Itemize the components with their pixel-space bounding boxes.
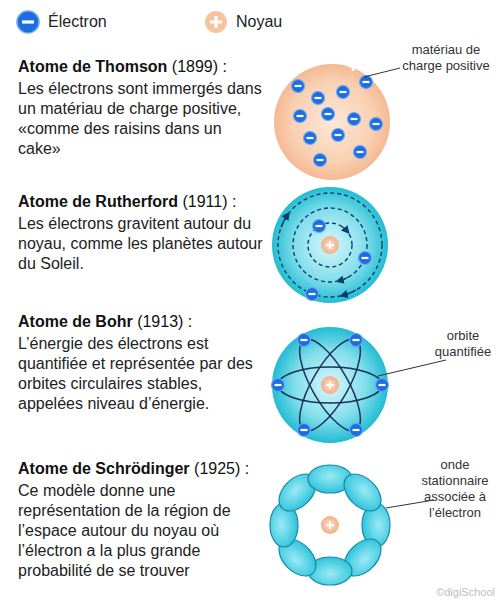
electron-symbol [322,108,335,121]
electron-symbol [332,129,345,142]
description-text: Les électrons sont immergés dans un maté… [18,79,263,159]
orbit-arrow [281,215,356,295]
electron-symbol [376,379,389,392]
model-name: Atome de Rutherford [18,193,178,210]
electron-symbol [312,92,325,105]
electron-symbol [359,252,372,265]
electron-symbol [337,86,350,99]
atom-disc [272,327,388,443]
orbit-dashed [278,193,382,297]
positive-material [274,64,390,180]
legend-text: Électron [48,13,107,31]
electron-symbol [350,424,363,437]
legend-text: Noyau [236,13,282,31]
electron-symbol [292,80,305,93]
electron-symbol [350,334,363,347]
heading-row: Atome de Schrödinger(1925) : [18,459,249,479]
plus-symbol [348,61,358,71]
callout-label: onde stationnaire associée à l’électron [415,457,495,521]
model-name: Atome de Thomson [18,58,167,75]
model-year: (1913) : [137,313,192,330]
rutherford-atom [272,187,388,303]
electron-symbol [370,118,383,131]
electron-symbol [298,334,311,347]
legend-item: Noyau [204,10,282,34]
nucleus-symbol [321,376,339,394]
standing-wave-ring [270,465,390,585]
model-year: (1911) : [182,193,236,210]
legend-swatch [16,10,40,34]
electron-symbol [360,76,373,89]
electron-symbol [298,424,311,437]
atom-disc [272,187,388,303]
watermark: ©digiSchool [395,586,495,599]
heading-row: Atome de Rutherford(1911) : [18,192,236,212]
electron-symbol [354,146,367,159]
thomson-atom [274,61,400,180]
description-text: Les électrons gravitent autour du noyau,… [18,214,263,274]
model-name: Atome de Schrödinger [18,460,190,477]
electron-symbol [306,288,319,301]
legend-swatch [204,10,228,34]
quantized-orbit [278,331,382,439]
legend-item: Électron [16,10,107,34]
description-text: Ce modèle donne une représentation de la… [18,481,263,581]
heading-row: Atome de Bohr(1913) : [18,312,192,332]
description-text: L’énergie des électrons est quantifiée e… [18,334,263,414]
model-name: Atome de Bohr [18,313,133,330]
bohr-atom [272,327,447,443]
electron-symbol [272,379,285,392]
nucleus-symbol [321,236,339,254]
electron-symbol [314,154,327,167]
callout-label: orbite quantifiée [430,328,496,360]
electron-symbol [313,220,326,233]
leader-line [378,360,446,376]
electron-symbol [304,132,317,145]
nucleus-symbol [321,516,339,534]
leader-line [364,68,400,77]
electron-symbol [348,113,361,126]
schrodinger-atom [270,465,434,585]
electron-symbol [294,110,307,123]
heading-row: Atome de Thomson (1899) : [18,57,227,77]
callout-label: matériau de charge positive [400,42,492,74]
model-year: (1899) : [172,58,227,75]
model-year: (1925) : [194,460,249,477]
